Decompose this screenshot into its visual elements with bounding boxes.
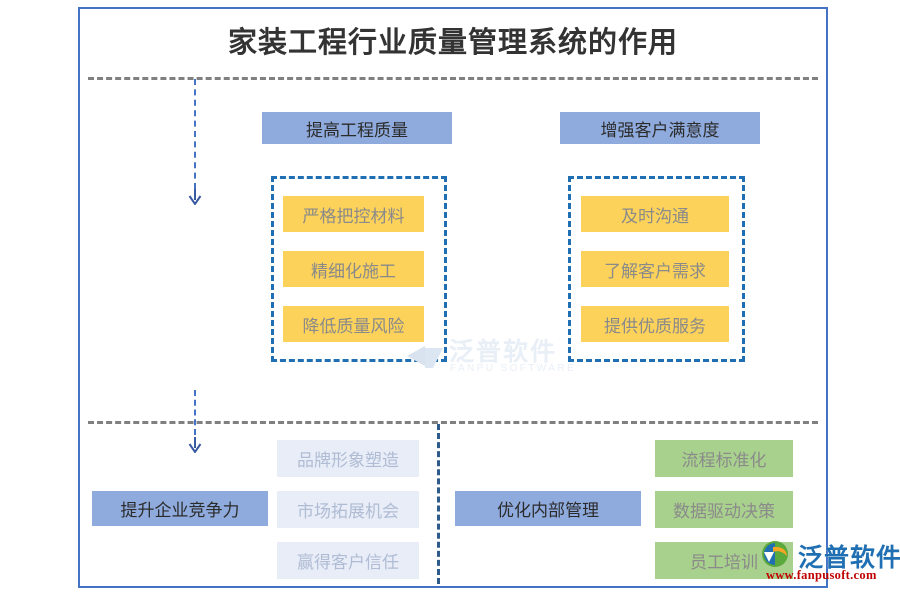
horizontal-separator-bottom <box>88 421 818 424</box>
bottom-column-2-item-2[interactable]: 员工培训 <box>655 542 793 579</box>
flow-line-upper <box>194 79 196 189</box>
top-column-2-header[interactable]: 增强客户满意度 <box>560 112 760 144</box>
bottom-column-1-item-1[interactable]: 市场拓展机会 <box>277 491 419 528</box>
top-column-1-group <box>271 176 447 362</box>
page-title: 家装工程行业质量管理系统的作用 <box>227 27 678 59</box>
bottom-column-2-header[interactable]: 优化内部管理 <box>455 491 641 526</box>
top-column-1-header[interactable]: 提高工程质量 <box>262 112 452 144</box>
arrow-down-icon-upper <box>186 189 204 206</box>
top-column-2-item-1[interactable]: 了解客户需求 <box>581 251 729 287</box>
flow-line-lower <box>194 390 196 435</box>
bottom-column-1-header[interactable]: 提升企业竞争力 <box>92 491 268 526</box>
top-column-1-item-0[interactable]: 严格把控材料 <box>283 196 424 232</box>
top-column-1-item-1[interactable]: 精细化施工 <box>283 251 424 287</box>
arrow-down-icon-lower <box>186 437 204 454</box>
bottom-column-1-item-2[interactable]: 赢得客户信任 <box>277 542 419 579</box>
top-column-2-item-2[interactable]: 提供优质服务 <box>581 306 729 342</box>
top-column-2-group <box>568 176 745 362</box>
diagram-outer-frame <box>78 7 828 588</box>
bottom-column-2-item-0[interactable]: 流程标准化 <box>655 440 793 477</box>
top-column-2-item-0[interactable]: 及时沟通 <box>581 196 729 232</box>
vertical-divider <box>437 424 440 584</box>
bottom-column-1-item-0[interactable]: 品牌形象塑造 <box>277 440 419 477</box>
top-column-1-item-2[interactable]: 降低质量风险 <box>283 306 424 342</box>
horizontal-separator-top <box>88 77 818 80</box>
bottom-column-2-item-1[interactable]: 数据驱动决策 <box>655 491 793 528</box>
